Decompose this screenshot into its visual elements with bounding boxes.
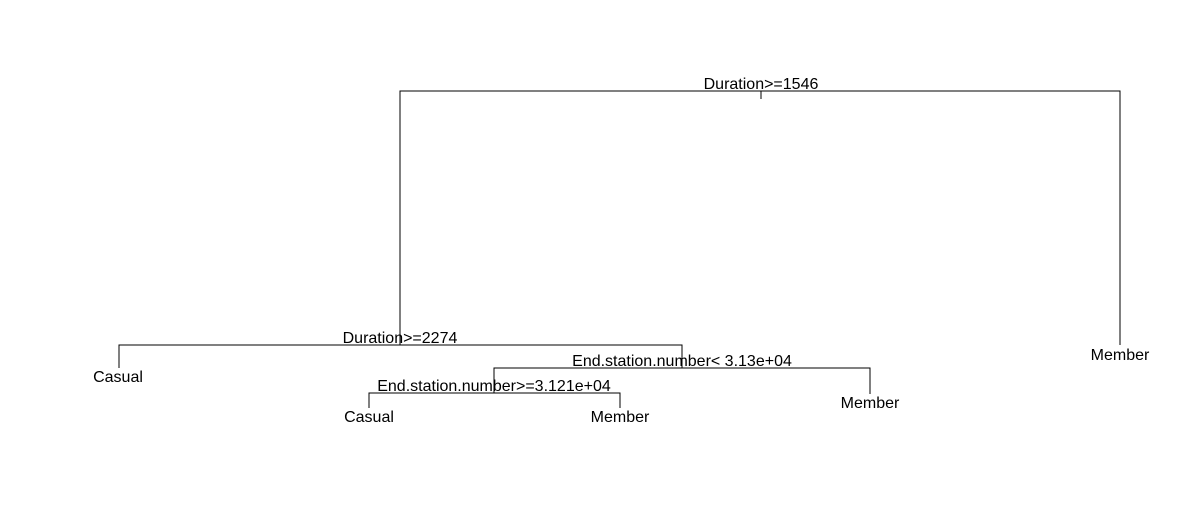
left-right-left-branch xyxy=(368,392,621,408)
split-label-root: Duration>=1546 xyxy=(704,76,819,93)
leaf-label-left-right-left-right: Member xyxy=(591,409,650,426)
node-root: Duration>=1546 xyxy=(399,76,1121,345)
split-label-left: Duration>=2274 xyxy=(343,330,458,347)
leaf-label-root-right: Member xyxy=(1091,347,1150,364)
root-branch xyxy=(399,90,1121,345)
node-left-right-left: End.station.number>=3.121e+04 xyxy=(368,378,621,408)
node-left-right: End.station.number< 3.13e+04 xyxy=(493,353,871,394)
left-branch xyxy=(118,344,683,368)
leaf-label-left-right-left-left: Casual xyxy=(344,409,394,426)
left-right-branch xyxy=(493,367,871,394)
leaf-label-left-right-right: Member xyxy=(841,395,900,412)
leaf-label-left-left: Casual xyxy=(93,369,143,386)
split-label-left-right-left: End.station.number>=3.121e+04 xyxy=(377,378,611,395)
split-label-left-right: End.station.number< 3.13e+04 xyxy=(572,353,792,370)
node-left: Duration>=2274 xyxy=(118,330,683,368)
